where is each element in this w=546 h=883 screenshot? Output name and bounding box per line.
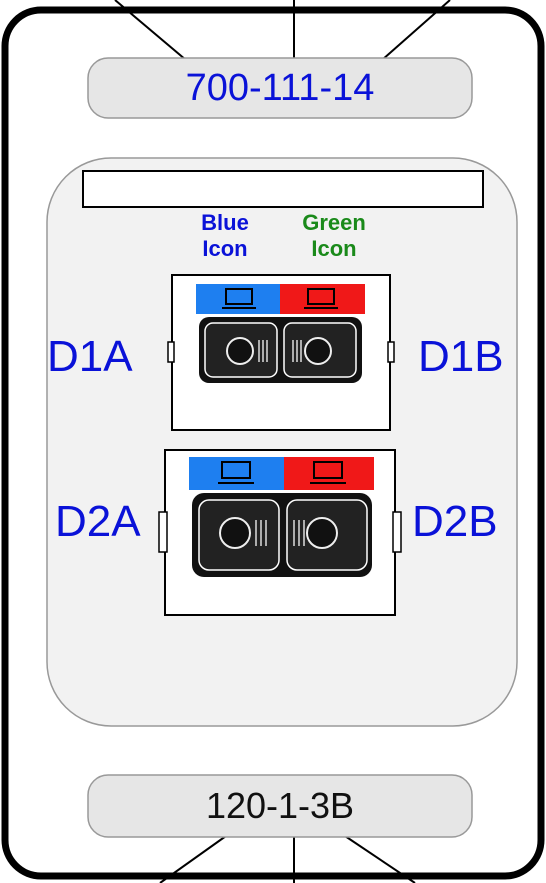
top-label-box bbox=[87, 57, 473, 119]
blue-icon-caption-line1: Blue bbox=[201, 210, 249, 235]
module-d1 bbox=[167, 274, 395, 431]
blue-icon-caption: Blue Icon bbox=[190, 210, 260, 262]
blue-icon-caption-line2: Icon bbox=[202, 236, 248, 261]
green-icon-caption-line1: Green bbox=[302, 210, 366, 235]
bottom-part-number: 120-1-3B bbox=[205, 785, 355, 826]
green-icon-caption: Green Icon bbox=[292, 210, 376, 262]
port-label-d1a: D1A bbox=[47, 332, 133, 381]
d1-blue-monitor-icon bbox=[222, 288, 256, 309]
d2-blue-monitor-icon bbox=[218, 461, 254, 484]
green-icon-caption-line2: Icon bbox=[311, 236, 357, 261]
bottom-label-box bbox=[87, 774, 473, 838]
blank-label-strip bbox=[82, 170, 484, 208]
d1-red-monitor-icon bbox=[304, 288, 338, 309]
bottom-leader-lines bbox=[159, 835, 416, 883]
d2-red-monitor-icon bbox=[310, 461, 346, 484]
top-leader-lines bbox=[114, 0, 451, 61]
top-part-number: 700-111-14 bbox=[185, 67, 375, 109]
port-label-d1b: D1B bbox=[418, 332, 504, 381]
port-label-d2b: D2B bbox=[412, 497, 498, 546]
module-d2 bbox=[158, 449, 402, 616]
insert-panel bbox=[46, 157, 518, 727]
port-label-d2a: D2A bbox=[55, 497, 141, 546]
